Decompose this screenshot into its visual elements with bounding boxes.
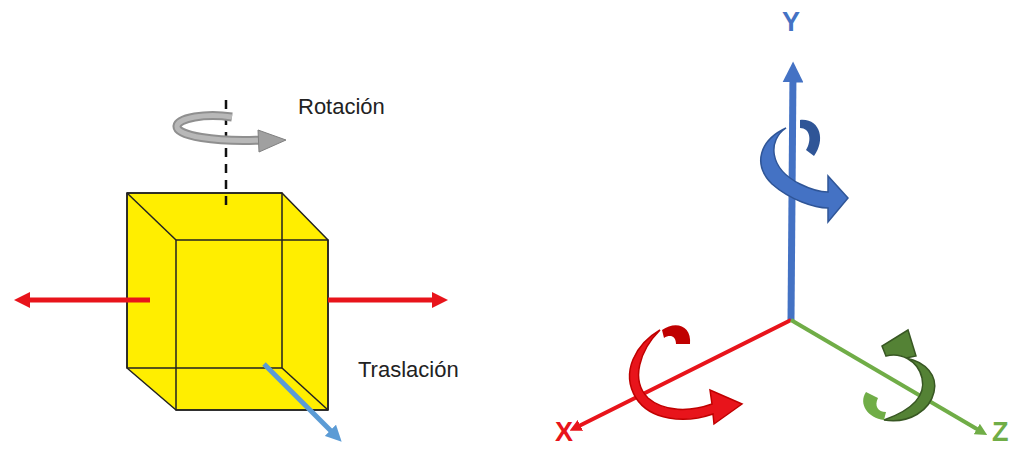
translation-arrow [328,298,440,303]
z-axis [791,320,982,432]
axis-label: Z [992,418,1009,448]
translation-label: Traslación [358,358,459,382]
axis-label: X [555,418,573,448]
y-rotation-arrow [761,120,848,222]
x-axis [575,320,791,428]
x-rotation-arrow [630,325,742,424]
cube [127,193,328,410]
z-rotation-arrow [863,330,935,421]
rotation-arrow [177,116,286,152]
axis-label: Y [782,8,800,38]
rotation-label: Rotación [298,95,385,119]
translation-arrow [22,298,150,303]
translation-arrow [264,364,336,436]
